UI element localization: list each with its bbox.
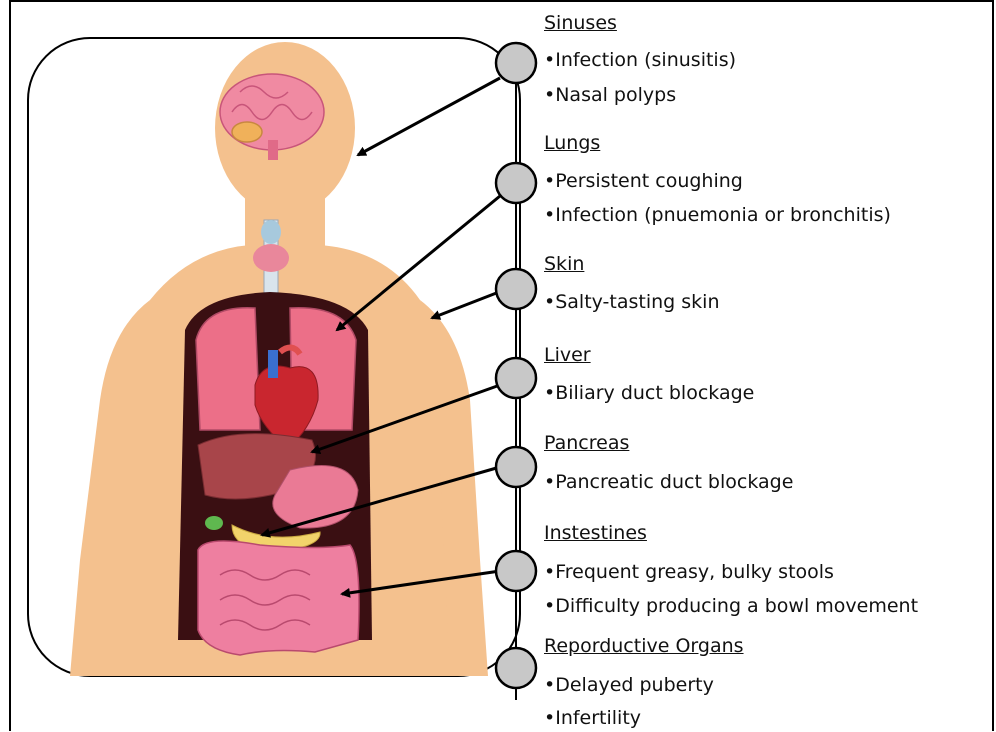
liver-title: Liver <box>544 346 591 365</box>
reproductive-item: Delayed puberty <box>544 676 714 695</box>
intestines-item: Difficulty producing a bowl movement <box>544 597 918 616</box>
intestines-item: Frequent greasy, bulky stools <box>544 563 834 582</box>
pancreas-item: Pancreatic duct blockage <box>544 473 793 492</box>
node-liver <box>496 358 536 398</box>
lungs-item: Persistent coughing <box>544 172 743 191</box>
node-lungs <box>496 163 536 203</box>
node-reproductive <box>496 648 536 688</box>
node-sinuses <box>496 43 536 83</box>
gallbladder <box>205 516 223 530</box>
reproductive-title: Reporductive Organs <box>544 637 744 656</box>
intestines <box>198 541 359 655</box>
reproductive-item: Infertility <box>544 709 641 728</box>
sinuses-item: Nasal polyps <box>544 86 676 105</box>
node-pancreas <box>496 447 536 487</box>
pancreas-title: Pancreas <box>544 434 629 453</box>
intestines-title: Instestines <box>544 524 647 543</box>
node-skin <box>496 269 536 309</box>
node-intestines <box>496 551 536 591</box>
skin-title: Skin <box>544 255 584 274</box>
liver-item: Biliary duct blockage <box>544 384 754 403</box>
sinuses-title: Sinuses <box>544 14 617 33</box>
lungs-title: Lungs <box>544 134 600 153</box>
sinuses-item: Infection (sinusitis) <box>544 51 736 70</box>
lungs-item: Infection (pnuemonia or bronchitis) <box>544 206 891 225</box>
skin-item: Salty-tasting skin <box>544 293 720 312</box>
